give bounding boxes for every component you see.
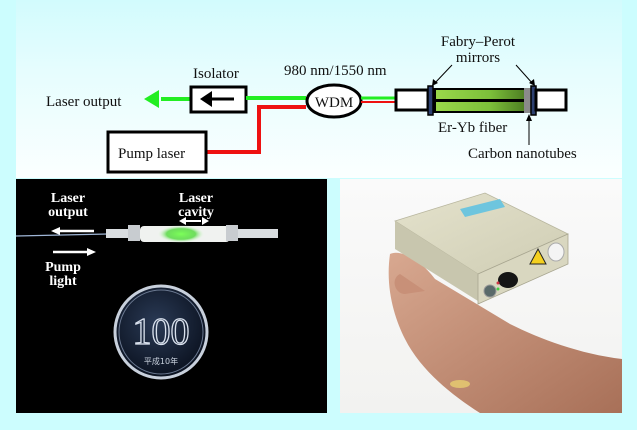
pump-light-caption-line1: Pump <box>45 260 81 275</box>
laser-output-arrow-icon <box>51 227 60 235</box>
schematic-svg: Laser output Isolator Pump laser 980 nm/… <box>46 34 577 174</box>
mirror-pointer-left <box>433 64 453 85</box>
pump-laser-label: Pump laser <box>118 146 185 162</box>
laser-cavity-caption-line2: cavity <box>178 205 214 220</box>
fabry-perot-label-line1: Fabry–Perot <box>441 34 516 50</box>
right-connector <box>238 229 278 238</box>
cavity-arrow-left-icon <box>179 217 186 225</box>
mirror-pointer-right <box>515 64 534 85</box>
output-connector <box>547 242 565 262</box>
left-nut <box>128 225 140 241</box>
coin-rim <box>118 289 204 375</box>
laser-cavity-photo-svg: 100 平成10年 <box>16 217 278 380</box>
laser-module-photo <box>340 179 622 413</box>
nanotubes-label: Carbon nanotubes <box>468 146 577 162</box>
pump-laser-box <box>106 130 208 174</box>
pump-light-caption: Pump light <box>38 261 88 289</box>
nanotube-pointer-arrowhead <box>526 114 532 121</box>
laser-warning-icon <box>529 247 547 265</box>
output-arrow-icon <box>144 90 159 108</box>
pump-line <box>206 105 306 154</box>
module-side <box>395 221 478 301</box>
left-connector <box>106 229 136 238</box>
right-ferrule <box>534 88 568 112</box>
module-front-panel <box>477 233 569 305</box>
cavity-arrow-right-icon <box>202 217 209 225</box>
isolator-arrow-icon <box>200 91 212 107</box>
schematic-diagram: Laser output Isolator Pump laser 980 nm/… <box>16 0 622 178</box>
laser-cavity-caption-line1: Laser <box>178 191 214 206</box>
laser-cavity-photo: 100 平成10年 Laser output Laser cavity Pump… <box>16 179 327 413</box>
left-mirror <box>427 85 434 116</box>
laser-output-caption-line1: Laser <box>50 191 86 206</box>
pump-light-arrow-icon <box>87 248 96 256</box>
fiber-core-bottom <box>436 102 526 111</box>
coin <box>113 284 209 380</box>
laser-output-caption: Laser output <box>38 192 98 220</box>
mirror-pointer-left-arrowhead <box>432 79 438 86</box>
brand-label <box>460 199 505 217</box>
laser-output-label: Laser output <box>46 94 122 110</box>
finger <box>394 274 425 294</box>
pump-light-caption-line2: light <box>49 274 77 289</box>
mirror-pointer-right-arrowhead <box>529 79 535 86</box>
led-red <box>496 281 500 285</box>
laser-output-caption-line2: output <box>48 205 88 220</box>
ring <box>450 380 470 388</box>
coin-value-text: 100 <box>133 311 190 353</box>
coin-year-text: 平成10年 <box>144 356 178 366</box>
wavelength-label: 980 nm/1550 nm <box>284 63 387 79</box>
fiber-label: Er-Yb fiber <box>438 120 507 136</box>
control-knob <box>498 272 518 288</box>
left-ferrule <box>394 88 430 112</box>
led-green <box>496 287 500 291</box>
key-switch <box>483 284 497 298</box>
wdm-label: WDM <box>315 95 353 111</box>
fabry-perot-label-line2: mirrors <box>456 50 500 66</box>
laser-cavity-caption: Laser cavity <box>166 192 226 220</box>
isolator-label: Isolator <box>193 66 239 82</box>
fiber-core-top <box>436 90 526 99</box>
right-nut <box>226 225 238 241</box>
hand <box>388 252 622 413</box>
laser-glow <box>157 225 205 243</box>
carbon-nanotube-layer <box>524 88 531 113</box>
laser-module-photo-svg <box>388 192 622 413</box>
optical-fiber-strand <box>16 233 109 237</box>
